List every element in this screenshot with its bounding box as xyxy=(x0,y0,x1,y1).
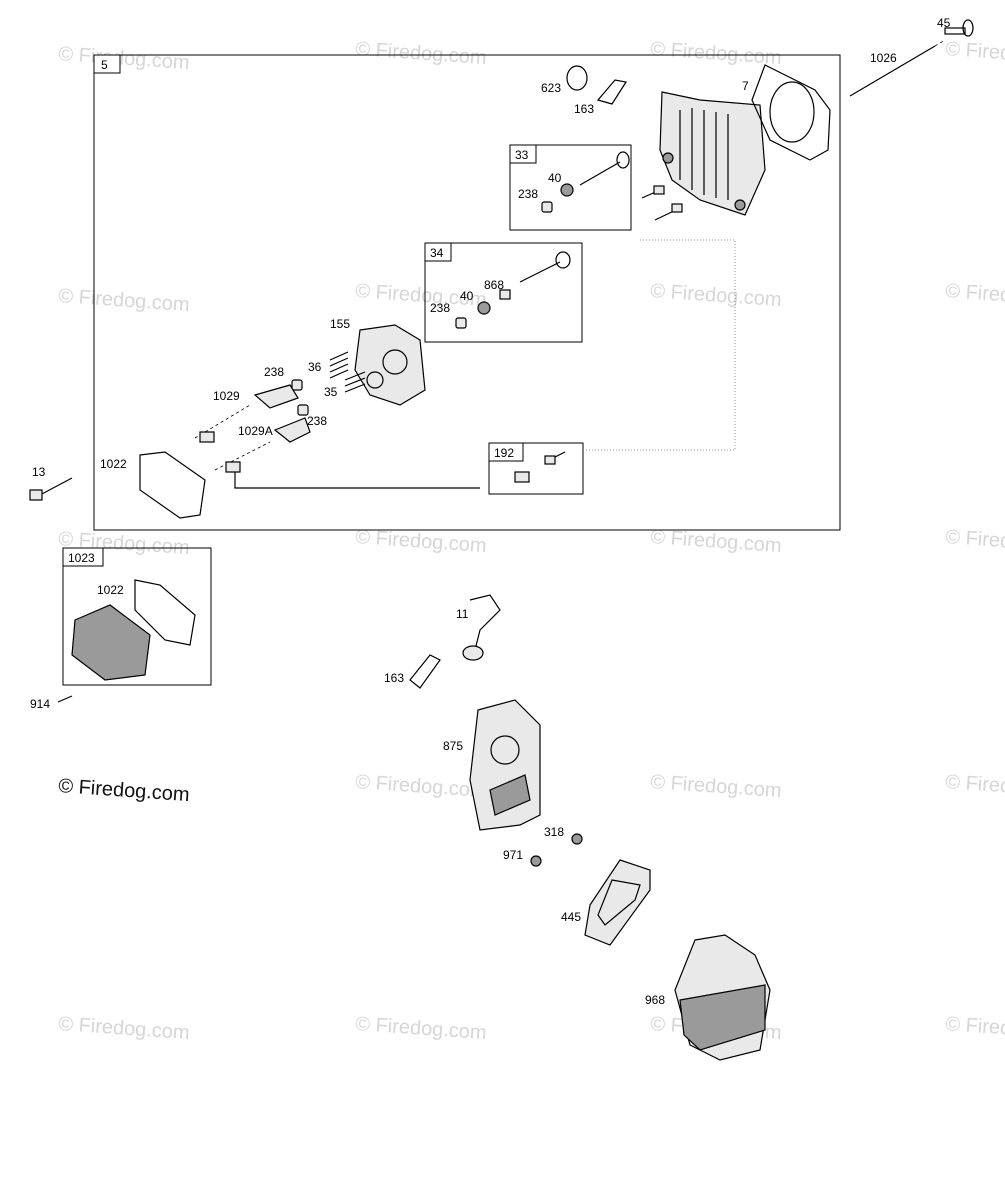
label-163-top: 163 xyxy=(574,102,594,116)
part-163-gasket xyxy=(596,79,627,105)
watermark: © Firedog.com xyxy=(650,38,783,69)
part-valve-intake xyxy=(541,151,630,213)
part-238-tappet xyxy=(297,404,309,416)
label-45: 45 xyxy=(937,16,951,30)
label-1029A: 1029A xyxy=(238,424,273,438)
group-5-tag xyxy=(93,54,121,74)
label-1029: 1029 xyxy=(213,389,240,403)
part-238-tappet xyxy=(291,379,303,391)
label-35: 35 xyxy=(324,385,338,399)
part-971-bolt xyxy=(530,855,542,867)
part-155-housing xyxy=(354,324,426,406)
watermark: © Firedog.com xyxy=(355,1013,488,1044)
label-914: 914 xyxy=(30,697,50,711)
part-35-spring xyxy=(344,371,366,393)
part-13-bolt-head xyxy=(29,489,43,501)
watermark: © Firedog.com xyxy=(58,1013,191,1044)
watermark: © Firedog.com xyxy=(945,771,1005,802)
watermark: © Firedog.com xyxy=(58,43,191,74)
label-875: 875 xyxy=(443,739,463,753)
group-33-label: 33 xyxy=(515,148,529,162)
part-rocker-studs xyxy=(641,185,683,221)
part-36-spring xyxy=(329,351,349,379)
label-623: 623 xyxy=(541,81,561,95)
part-cylinder-head xyxy=(659,91,766,216)
label-40-b: 40 xyxy=(460,289,474,303)
watermark: © Firedog.com xyxy=(945,1013,1005,1044)
part-valve-exhaust xyxy=(455,251,571,329)
label-13: 13 xyxy=(32,465,46,479)
watermark: © Firedog.com xyxy=(650,771,783,802)
group-33-tag xyxy=(509,144,537,164)
label-238-c: 238 xyxy=(264,365,284,379)
watermark: © Firedog.com xyxy=(58,285,191,316)
callout-line xyxy=(234,472,480,489)
part-1022-gasket xyxy=(134,579,196,646)
part-head-gasket xyxy=(751,64,831,161)
label-40-a: 40 xyxy=(548,171,562,185)
part-45-bolt xyxy=(944,19,974,37)
label-238-b: 238 xyxy=(430,301,450,315)
label-1022-a: 1022 xyxy=(100,457,127,471)
group-1023-box xyxy=(62,547,212,686)
part-318-nut xyxy=(571,833,583,845)
watermark: © Firedog.com xyxy=(945,526,1005,557)
watermark: © Firedog.com xyxy=(650,280,783,311)
group-34-tag xyxy=(424,242,452,262)
callout-line xyxy=(585,239,736,451)
label-1022-b: 1022 xyxy=(97,583,124,597)
part-1022-gasket xyxy=(139,451,206,519)
label-968: 968 xyxy=(645,993,665,1007)
label-7: 7 xyxy=(742,79,749,93)
group-1023-tag xyxy=(62,547,104,567)
leader xyxy=(214,441,271,471)
part-11-elbow xyxy=(462,645,484,661)
part-163-gasket xyxy=(409,654,441,689)
group-192-box xyxy=(488,442,584,495)
group-5-label: 5 xyxy=(101,58,108,72)
part-875-air-base xyxy=(469,699,541,831)
label-971: 971 xyxy=(503,848,523,862)
group-34-box xyxy=(424,242,583,343)
part-968-cover xyxy=(674,934,771,1061)
part-1029A-rocker xyxy=(273,417,311,443)
part-11-tube xyxy=(469,594,501,651)
group-33-box xyxy=(509,144,632,231)
label-1026: 1026 xyxy=(870,51,897,65)
group-1023-label: 1023 xyxy=(68,551,95,565)
copyright-notice: © Firedog.com xyxy=(58,775,191,806)
watermark: © Firedog.com xyxy=(945,280,1005,311)
part-valve-cover xyxy=(71,604,151,681)
part-13-bolt xyxy=(39,477,73,496)
part-pivot-stud xyxy=(199,431,215,443)
label-163-bottom: 163 xyxy=(384,671,404,685)
label-155: 155 xyxy=(330,317,350,331)
part-1029-rocker xyxy=(253,384,299,409)
part-pivot-stud xyxy=(225,461,241,473)
label-36: 36 xyxy=(308,360,322,374)
label-11: 11 xyxy=(456,607,469,621)
part-192-studs xyxy=(514,451,566,483)
watermark: © Firedog.com xyxy=(355,526,488,557)
part-1026-rod xyxy=(849,45,936,97)
watermark: © Firedog.com xyxy=(945,38,1005,69)
label-238-d: 238 xyxy=(307,414,327,428)
label-318: 318 xyxy=(544,825,564,839)
group-192-tag xyxy=(488,442,524,462)
label-238-a: 238 xyxy=(518,187,538,201)
watermark: © Firedog.com xyxy=(355,38,488,69)
group-5-box xyxy=(93,54,841,531)
part-914-screw xyxy=(57,695,73,703)
group-34-label: 34 xyxy=(430,246,444,260)
label-868: 868 xyxy=(484,278,504,292)
leader xyxy=(194,404,251,439)
leader xyxy=(934,39,946,47)
watermark: © Firedog.com xyxy=(650,526,783,557)
part-445-filter xyxy=(584,859,651,946)
group-192-label: 192 xyxy=(494,446,514,460)
watermark: © Firedog.com xyxy=(355,771,488,802)
label-445: 445 xyxy=(561,910,581,924)
part-623-oring xyxy=(566,65,588,91)
